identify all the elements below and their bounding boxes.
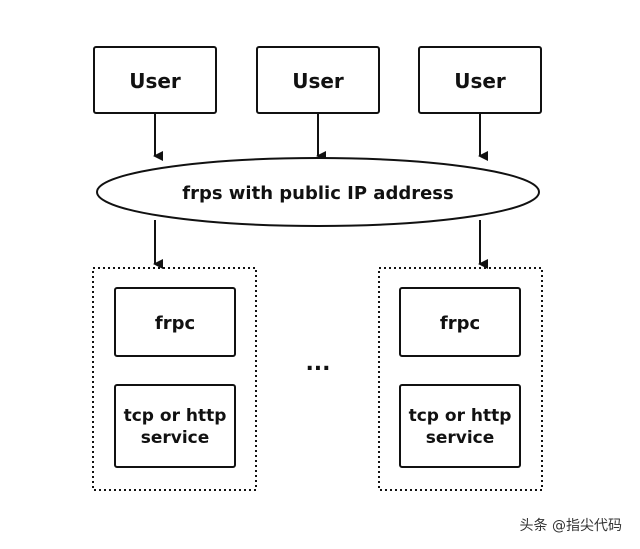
user-label: User: [292, 69, 344, 93]
watermark: 头条 @指尖代码: [519, 518, 622, 534]
user-node-1: User: [93, 46, 217, 114]
client-group-border: [378, 267, 543, 491]
user-label: User: [129, 69, 181, 93]
service-label-line1: tcp or http: [124, 406, 227, 426]
client-group-1: frpc tcp or http service: [92, 267, 257, 491]
frpc-node: frpc: [114, 287, 236, 357]
service-label-line1: tcp or http: [409, 406, 512, 426]
user-node-3: User: [418, 46, 542, 114]
client-group-2: frpc tcp or http service: [378, 267, 543, 491]
frpc-label: frpc: [155, 313, 195, 334]
frpc-node: frpc: [399, 287, 521, 357]
service-label-line2: service: [426, 428, 495, 448]
frps-label: frps with public IP address: [182, 183, 454, 204]
user-node-2: User: [256, 46, 380, 114]
frps-server-node: frps with public IP address: [96, 157, 540, 227]
user-label: User: [454, 69, 506, 93]
service-node: tcp or http service: [114, 384, 236, 468]
service-node: tcp or http service: [399, 384, 521, 468]
frpc-label: frpc: [440, 313, 480, 334]
ellipsis: ...: [305, 351, 330, 376]
client-group-border: [92, 267, 257, 491]
service-label-line2: service: [141, 428, 210, 448]
